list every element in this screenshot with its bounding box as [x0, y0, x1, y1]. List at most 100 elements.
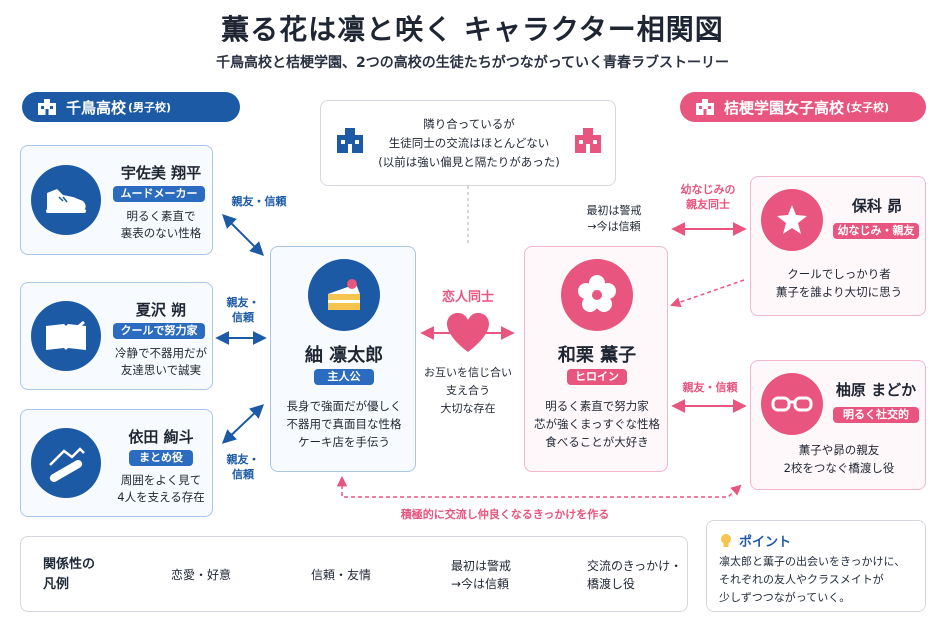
lightbulb-icon [721, 533, 731, 547]
character-card-yoda[interactable]: 依田 絢斗 まとめ役 周囲をよく見て 4人を支える存在 [20, 409, 213, 517]
character-desc: 薫子を誰より大切に思う [775, 285, 903, 299]
relation-desc-line: 大切な存在 [440, 402, 496, 415]
point-line: 少しずつつながっていく。 [719, 591, 851, 604]
character-name: 夏沢 朔 [135, 301, 187, 319]
character-tag: 幼なじみ・親友 [833, 223, 919, 239]
character-desc: 芯が強くまっすぐな性格 [533, 417, 661, 431]
character-card-yuzuhara[interactable]: 柚原 まどか 明るく社交的 薫子や昴の親友 2校をつなぐ橋渡し役 [750, 360, 926, 490]
relation-label-natsusawa: 親友・ 信頼 [218, 295, 268, 325]
flower-icon [561, 259, 633, 331]
relation-line-2: 信頼 [232, 311, 254, 324]
character-tag: ムードメーカー [113, 186, 205, 202]
character-card-kaoruko[interactable]: 和栗 薫子 ヒロイン 明るく素直で努力家 芯が強くまっすぐな性格 食べることが大… [524, 246, 668, 472]
relation-desc-line: お互いを信じ合い [424, 366, 512, 379]
character-name: 和栗 薫子 [557, 345, 637, 366]
character-name: 宇佐美 翔平 [120, 164, 202, 182]
legend-label-line: →今は信頼 [451, 577, 510, 591]
character-card-natsusawa[interactable]: 夏沢 朔 クールで努力家 冷静で不器用だが 友達思いで誠実 [20, 282, 213, 390]
legend-label-caution: 最初は警戒 →今は信頼 [451, 557, 511, 593]
character-tag: クールで努力家 [113, 323, 205, 339]
school-name: 千鳥高校 [66, 98, 127, 117]
character-name: 紬 凛太郎 [304, 345, 384, 366]
character-tag: 主人公 [314, 369, 374, 385]
school-building-icon [38, 99, 56, 115]
school-blue-icon [337, 128, 363, 153]
character-desc: 友達思いで誠実 [120, 363, 202, 377]
relation-label-lovers: 恋人同士 [441, 290, 494, 305]
point-title: ポイント [739, 535, 792, 550]
relation-line-2: 親友同士 [686, 198, 730, 211]
relation-label-yoda: 親友・ 信頼 [218, 452, 268, 482]
legend-label-line: 交流のきっかけ・ [587, 559, 683, 573]
snowboard-icon [31, 428, 101, 498]
character-tag: まとめ役 [129, 450, 193, 466]
heart-icon [447, 313, 489, 352]
character-desc: 薫子や昴の親友 [798, 443, 880, 457]
character-desc: 冷静で不器用だが [115, 346, 207, 360]
legend-box: 関係性の 凡例 恋愛・好意 信頼・友情 最初は警戒 →今は信頼 交流のきっかけ・… [20, 536, 688, 612]
relation-line-1: 親友・ [226, 296, 260, 309]
school-type: (男子校) [128, 101, 172, 114]
character-desc: 不器用で真面目な性格 [286, 417, 402, 431]
legend-title-line: 関係性の [43, 557, 96, 572]
relationship-note-box: 隣り合っているが 生徒同士の交流はほとんどない (以前は強い偏見と隔たりがあった… [320, 100, 616, 186]
page-subtitle: 千鳥高校と桔梗学園、2つの高校の生徒たちがつながっていく青春ラブストーリー [215, 55, 730, 71]
legend-label-trust: 信頼・友情 [311, 568, 372, 582]
note-line: 生徒同士の交流はほとんどない [388, 136, 550, 150]
school-name: 桔梗学園女子高校 [724, 98, 845, 117]
relation-line-2: →今は信頼 [587, 220, 641, 233]
line-bridge [336, 475, 742, 498]
relation-line-1: 親友・ [226, 453, 260, 466]
cake-icon [308, 259, 380, 331]
relation-desc-line: 支え合う [446, 384, 490, 397]
character-card-usami[interactable]: 宇佐美 翔平 ムードメーカー 明るく素直で 裏表のない性格 [20, 145, 213, 255]
character-desc: 2校をつなぐ橋渡し役 [783, 461, 895, 475]
character-name: 保科 昴 [851, 197, 903, 215]
character-desc: 食べることが大好き [545, 435, 649, 449]
character-name: 柚原 まどか [835, 381, 917, 399]
point-box: ポイント 凛太郎と薫子の出会いをきっかけに、 それぞれの友人やクラスメイトが 少… [706, 520, 926, 612]
school-label-chidori: 千鳥高校(男子校) [22, 92, 240, 122]
school-pink-icon [575, 128, 601, 153]
relation-label-yuzuhara: 親友・信頼 [682, 381, 738, 394]
relation-label-bridge: 積極的に交流し仲良くなるきっかけを作る [400, 508, 610, 521]
character-desc: 4人を支える存在 [117, 490, 205, 504]
character-desc: ケーキ店を手伝う [298, 435, 390, 449]
relation-line-1: 最初は警戒 [586, 204, 642, 217]
relation-label-usami: 親友・信頼 [231, 195, 287, 208]
character-desc: 明るく素直で努力家 [545, 399, 649, 413]
line-yoda-rintaro [221, 404, 265, 444]
relation-note-caution: 最初は警戒 →今は信頼 [574, 203, 654, 235]
character-name: 依田 絢斗 [128, 428, 194, 446]
school-label-kikyo: 桔梗学園女子高校(女子校) [680, 92, 926, 122]
relation-desc-lovers: お互いを信じ合い 支え合う 大切な存在 [418, 364, 518, 418]
legend-title-line: 凡例 [43, 577, 70, 592]
character-desc: 長身で強面だが優しく [286, 399, 402, 413]
note-line: (以前は強い偏見と隔たりがあった) [378, 155, 560, 169]
glasses-icon [761, 373, 823, 435]
line-hoshina-caution [670, 279, 745, 308]
book-icon [31, 301, 101, 371]
note-line: 隣り合っているが [423, 117, 515, 131]
character-desc: 明るく素直で [126, 209, 196, 223]
legend-label-bridge: 交流のきっかけ・ 橋渡し役 [587, 557, 682, 593]
character-card-rintaro[interactable]: 紬 凛太郎 主人公 長身で強面だが優しく 不器用で真面目な性格 ケーキ店を手伝う [270, 246, 416, 472]
point-line: 凛太郎と薫子の出会いをきっかけに、 [719, 555, 906, 568]
sneaker-icon [31, 165, 101, 235]
page-title: 薫る花は凛と咲く キャラクター相関図 [221, 13, 724, 46]
legend-label-line: 最初は警戒 [451, 559, 512, 573]
character-desc: 周囲をよく見て [120, 473, 202, 487]
character-tag: 明るく社交的 [833, 407, 919, 423]
character-tag: ヒロイン [567, 369, 627, 385]
character-desc: 裏表のない性格 [120, 226, 202, 240]
point-line: それぞれの友人やクラスメイトが [719, 573, 884, 586]
school-building-icon [696, 99, 714, 115]
relation-label-hoshina: 幼なじみの 親友同士 [668, 182, 748, 212]
star-icon [761, 189, 823, 251]
line-usami-rintaro [222, 214, 264, 256]
relation-line-2: 信頼 [232, 468, 254, 481]
character-card-hoshina[interactable]: 保科 昴 幼なじみ・親友 クールでしっかり者 薫子を誰より大切に思う [750, 176, 926, 316]
character-desc: クールでしっかり者 [787, 267, 891, 281]
legend-label-love: 恋愛・好意 [171, 568, 232, 582]
legend-label-line: 橋渡し役 [587, 577, 636, 591]
